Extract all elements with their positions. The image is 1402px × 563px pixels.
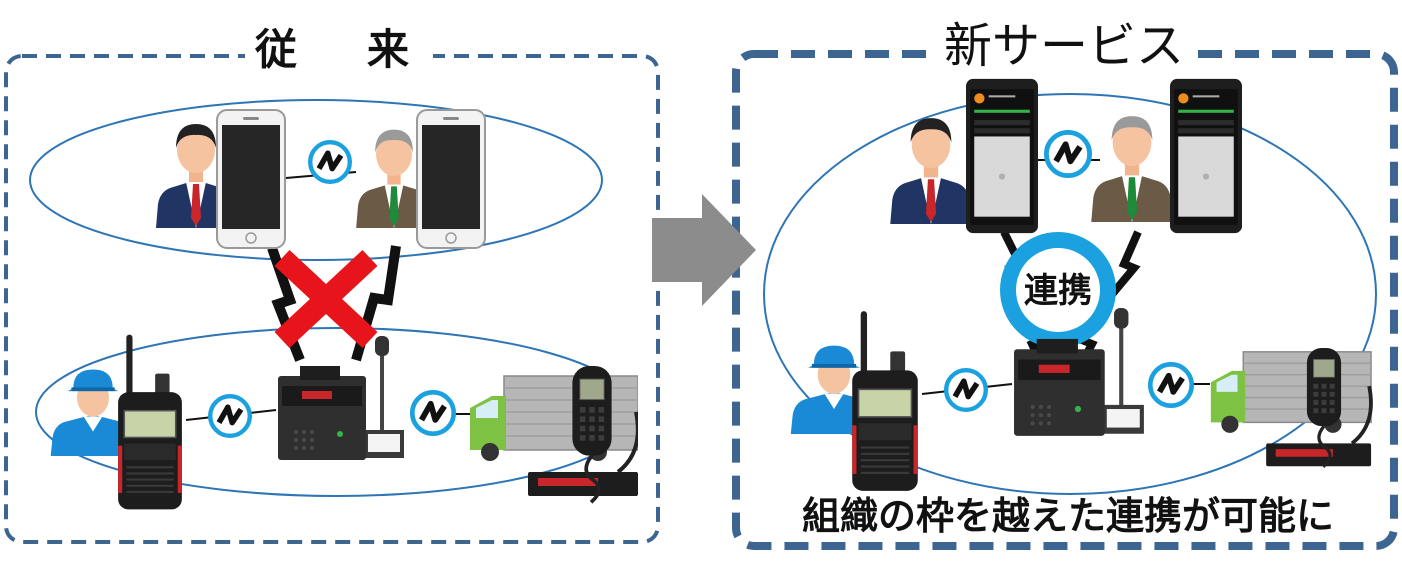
senior-businessman-icon-right xyxy=(1091,116,1173,222)
after-title: 新サービス xyxy=(930,14,1199,78)
phone-call-link-icon-right xyxy=(1046,132,1089,175)
radio-link-icon-left xyxy=(210,396,250,436)
smart-flow-phone-icon-left xyxy=(966,78,1038,234)
left-phone-group-ellipse xyxy=(29,99,603,261)
transition-arrow xyxy=(652,194,756,306)
radio-link-icon-left-right xyxy=(946,370,986,410)
radio-link-icon-right-right xyxy=(1150,364,1191,405)
link-signal-right xyxy=(1100,230,1142,307)
handheld-radio-icon-right xyxy=(851,310,919,492)
handheld-radio-icon xyxy=(117,334,183,510)
truck-icon xyxy=(468,374,638,498)
smartphone-icon-right xyxy=(416,108,486,250)
left-panel-frame xyxy=(4,54,660,544)
radio-link-icon-right xyxy=(412,392,453,433)
after-caption: 組織の枠を越えた連携が可能に xyxy=(801,494,1334,538)
before-title: 従 来 xyxy=(245,22,434,78)
smart-flow-phone-icon-right xyxy=(1170,78,1242,234)
link-hub-label: 連携 xyxy=(1024,271,1092,311)
truck-icon-right xyxy=(1211,352,1371,466)
smartphone-icon-left xyxy=(216,108,286,250)
phone-call-link-icon xyxy=(310,142,350,182)
right-group-ellipse xyxy=(763,93,1377,495)
cross-icon xyxy=(274,249,378,349)
businessman-icon-right xyxy=(890,118,972,224)
